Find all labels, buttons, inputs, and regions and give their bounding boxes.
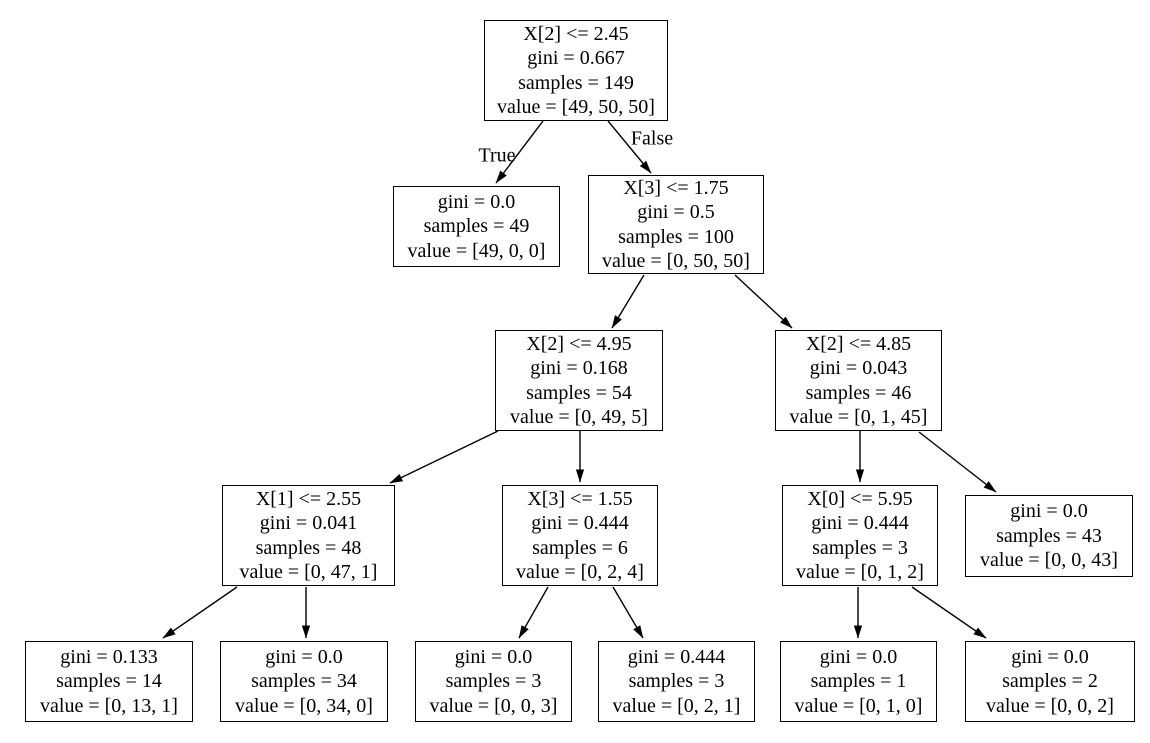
edge-n6-n12: [612, 586, 644, 639]
tree-node-leaf-34: gini = 0.0 samples = 34 value = [0, 34, …: [220, 641, 388, 722]
split-condition: X[3] <= 1.75: [623, 176, 729, 199]
class-distribution: value = [0, 2, 1]: [612, 694, 741, 717]
gini-value: gini = 0.041: [259, 512, 358, 534]
tree-node-split-x2-495: X[2] <= 4.95 gini = 0.168 samples = 54 v…: [495, 330, 663, 431]
split-condition: X[2] <= 4.95: [526, 332, 632, 355]
class-distribution: value = [0, 47, 1]: [239, 561, 378, 583]
samples-count: samples = 3: [812, 536, 908, 559]
split-condition: X[2] <= 4.85: [805, 332, 912, 355]
samples-count: samples = 149: [518, 71, 634, 94]
samples-count: samples = 34: [251, 670, 357, 693]
edge-root-false: [607, 120, 652, 174]
gini-value: gini = 0.043: [809, 357, 908, 379]
edge-n5-n9: [162, 586, 238, 639]
split-condition: X[0] <= 5.95: [807, 487, 913, 510]
edge-n2-n4: [734, 274, 793, 329]
samples-count: samples = 46: [805, 381, 912, 404]
gini-value: gini = 0.133: [60, 645, 158, 668]
class-distribution: value = [0, 0, 43]: [980, 549, 1118, 572]
gini-value: gini = 0.168: [530, 357, 628, 379]
samples-count: samples = 48: [255, 536, 362, 559]
class-distribution: value = [49, 50, 50]: [497, 96, 655, 118]
class-distribution: value = [0, 49, 5]: [510, 406, 648, 428]
gini-value: gini = 0.667: [527, 47, 625, 69]
samples-count: samples = 3: [628, 670, 725, 693]
class-distribution: value = [0, 13, 1]: [40, 694, 178, 717]
split-condition: X[1] <= 2.55: [255, 487, 362, 510]
samples-count: samples = 54: [526, 381, 632, 404]
samples-count: samples = 2: [1002, 670, 1098, 693]
edge-n2-n3: [611, 274, 645, 329]
edge-label-true: True: [478, 144, 516, 167]
class-distribution: value = [49, 0, 0]: [407, 239, 546, 262]
class-distribution: value = [0, 0, 2]: [986, 694, 1114, 717]
edge-n4-n8: [918, 431, 997, 493]
samples-count: samples = 3: [445, 670, 542, 693]
samples-count: samples = 1: [810, 670, 907, 693]
gini-value: gini = 0.0: [819, 645, 898, 668]
tree-node-leaf-14: gini = 0.133 samples = 14 value = [0, 13…: [25, 641, 193, 722]
edge-n6-n11: [518, 586, 549, 639]
split-condition: X[3] <= 1.55: [527, 487, 633, 510]
tree-node-leaf-3-mixed: gini = 0.444 samples = 3 value = [0, 2, …: [598, 641, 755, 722]
gini-value: gini = 0.444: [811, 512, 909, 534]
samples-count: samples = 14: [56, 670, 162, 693]
gini-value: gini = 0.0: [1011, 645, 1089, 668]
tree-node-split-x1: X[1] <= 2.55 gini = 0.041 samples = 48 v…: [222, 485, 395, 586]
samples-count: samples = 6: [532, 536, 628, 559]
tree-node-split-x3-155: X[3] <= 1.55 gini = 0.444 samples = 6 va…: [502, 485, 658, 586]
split-condition: X[2] <= 2.45: [523, 22, 629, 45]
samples-count: samples = 49: [423, 215, 530, 238]
gini-value: gini = 0.444: [531, 512, 629, 534]
edge-label-false: False: [630, 127, 674, 150]
tree-node-leaf-setosa: gini = 0.0 samples = 49 value = [49, 0, …: [393, 186, 560, 267]
tree-node-root: X[2] <= 2.45 gini = 0.667 samples = 149 …: [484, 20, 668, 121]
samples-count: samples = 43: [996, 524, 1102, 547]
tree-node-leaf-43: gini = 0.0 samples = 43 value = [0, 0, 4…: [965, 495, 1133, 577]
gini-value: gini = 0.5: [637, 201, 715, 223]
class-distribution: value = [0, 0, 3]: [429, 694, 558, 717]
tree-node-split-x3: X[3] <= 1.75 gini = 0.5 samples = 100 va…: [588, 175, 764, 274]
gini-value: gini = 0.0: [437, 190, 516, 213]
edge-n7-n14: [911, 586, 987, 639]
tree-node-split-x2-485: X[2] <= 4.85 gini = 0.043 samples = 46 v…: [775, 330, 942, 431]
gini-value: gini = 0.0: [1010, 500, 1088, 523]
gini-value: gini = 0.444: [627, 645, 726, 668]
gini-value: gini = 0.0: [454, 645, 533, 668]
tree-node-split-x0: X[0] <= 5.95 gini = 0.444 samples = 3 va…: [782, 485, 938, 586]
tree-node-leaf-3-virginica: gini = 0.0 samples = 3 value = [0, 0, 3]: [415, 641, 572, 722]
edge-n3-n5: [389, 430, 499, 484]
edge-root-true: [495, 120, 544, 184]
gini-value: gini = 0.0: [265, 645, 343, 668]
class-distribution: value = [0, 1, 45]: [789, 406, 928, 428]
samples-count: samples = 100: [618, 225, 734, 248]
class-distribution: value = [0, 34, 0]: [235, 694, 373, 717]
class-distribution: value = [0, 1, 0]: [794, 694, 923, 717]
class-distribution: value = [0, 50, 50]: [602, 250, 750, 272]
tree-node-leaf-2: gini = 0.0 samples = 2 value = [0, 0, 2]: [965, 641, 1135, 722]
class-distribution: value = [0, 1, 2]: [796, 561, 924, 583]
tree-node-leaf-1: gini = 0.0 samples = 1 value = [0, 1, 0]: [780, 641, 937, 722]
class-distribution: value = [0, 2, 4]: [516, 561, 644, 583]
